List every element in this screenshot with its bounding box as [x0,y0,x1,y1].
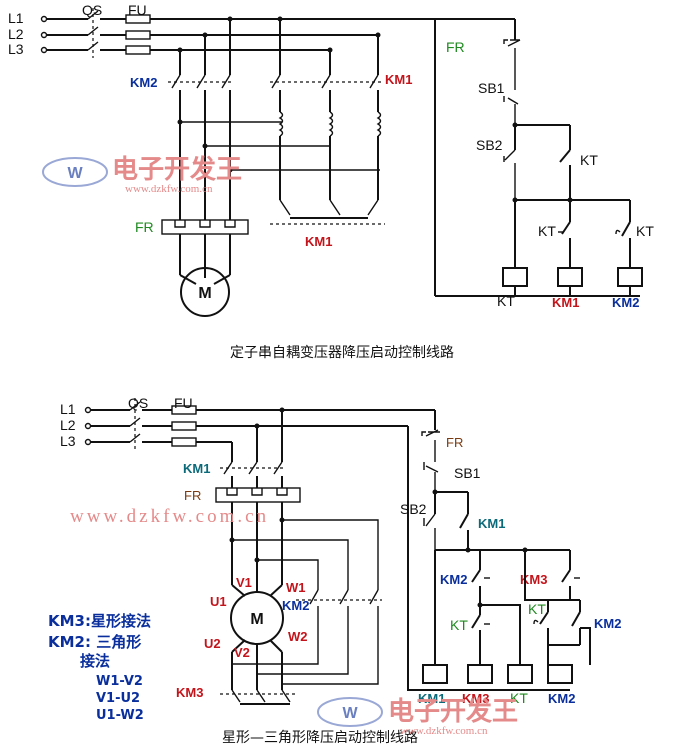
top-kt-contact-label: KT [580,152,598,168]
bottom-w1-label: W1 [286,580,306,595]
top-coil-km2: KM2 [612,295,639,310]
top-fr-label: FR [135,219,154,235]
top-km1-label: KM1 [385,72,412,87]
top-coil-km1: KM1 [552,295,579,310]
bottom-coil-kt: KT [510,690,528,706]
watermark-mid-url: www.dzkfw.com.cn [70,506,269,527]
svg-text:W: W [342,705,358,722]
top-km1-lower-label: KM1 [305,234,332,249]
top-sb1-label: SB1 [478,80,505,96]
top-kt-left-label: KT [538,223,556,239]
top-diagram: L1 L2 L3 QS FU KM2 KM1 [8,2,654,361]
top-line-l2: L2 [8,26,24,42]
top-km2-label: KM2 [130,75,157,90]
bottom-line-l1: L1 [60,401,76,417]
bottom-km2-ctrl-label: KM2 [440,572,467,587]
watermark-top: W 电子开发王 www.dzkfw.com.cn [42,154,242,195]
top-line-l1: L1 [8,10,24,26]
note-u1w2: U1-W2 [96,708,144,723]
bottom-line-l3: L3 [60,433,76,449]
bottom-coil-km2: KM2 [548,691,575,706]
bottom-line-l2: L2 [60,417,76,433]
bottom-fu-label: FU [174,395,193,411]
watermark-top-brand: 电子开发王 [112,154,242,184]
bottom-sb2-label: SB2 [400,501,427,517]
note-w1v2: W1-V2 [96,674,143,689]
bottom-u1-label: U1 [210,594,227,609]
bottom-fr-main-label: FR [184,488,201,503]
bottom-motor-label: M [250,611,263,628]
watermark-mid: www.dzkfw.com.cn [70,506,269,527]
bottom-km3-ctrl-label: KM3 [520,572,547,587]
bottom-coil-km3: KM3 [462,691,489,706]
watermark-bottom-brand: 电子开发王 [388,696,518,726]
bottom-v1-label: V1 [236,575,252,590]
top-fu-label: FU [128,2,147,18]
bottom-caption: 星形—三角形降压启动控制线路 [222,730,418,746]
bottom-km3-main-label: KM3 [176,685,203,700]
top-qs-label: QS [82,2,102,18]
note-km2-a: KM2: 三角形 [48,633,141,651]
bottom-diagram: L1 L2 L3 QS FU KM1 FR M V1 W1 [48,395,621,746]
note-v1u2: V1-U2 [96,691,140,706]
bottom-km1-ctrl-label: KM1 [478,516,505,531]
watermark-top-url: www.dzkfw.com.cn [125,183,213,195]
bottom-v2-label: V2 [234,645,250,660]
svg-text:W: W [67,165,83,182]
watermark-bottom-url: www.dzkfw.com.cn [400,725,488,737]
bottom-kt-a-label: KT [450,617,468,633]
top-kt-right-label: KT [636,223,654,239]
bottom-coil-km1: KM1 [418,691,445,706]
top-coil-kt: KT [497,293,515,309]
top-fr-ctrl-label: FR [446,39,465,55]
bottom-u2-label: U2 [204,636,221,651]
top-caption: 定子串自耦变压器降压启动控制线路 [230,345,454,361]
watermark-bottom: W 电子开发王 www.dzkfw.com.cn [317,696,518,737]
bottom-sb1-label: SB1 [454,465,481,481]
bottom-km2-right-label: KM2 [594,616,621,631]
note-km3: KM3:星形接法 [48,612,151,630]
top-sb2-label: SB2 [476,137,503,153]
top-line-l3: L3 [8,41,24,57]
bottom-fr-ctrl-label: FR [446,435,463,450]
bottom-kt-b-label: KT [528,601,546,617]
bottom-km1-main-label: KM1 [183,461,210,476]
note-km2-b: 接法 [80,652,110,670]
bottom-km2-main-label: KM2 [282,598,309,613]
bottom-w2-label: W2 [288,629,308,644]
top-motor-label: M [198,285,211,302]
